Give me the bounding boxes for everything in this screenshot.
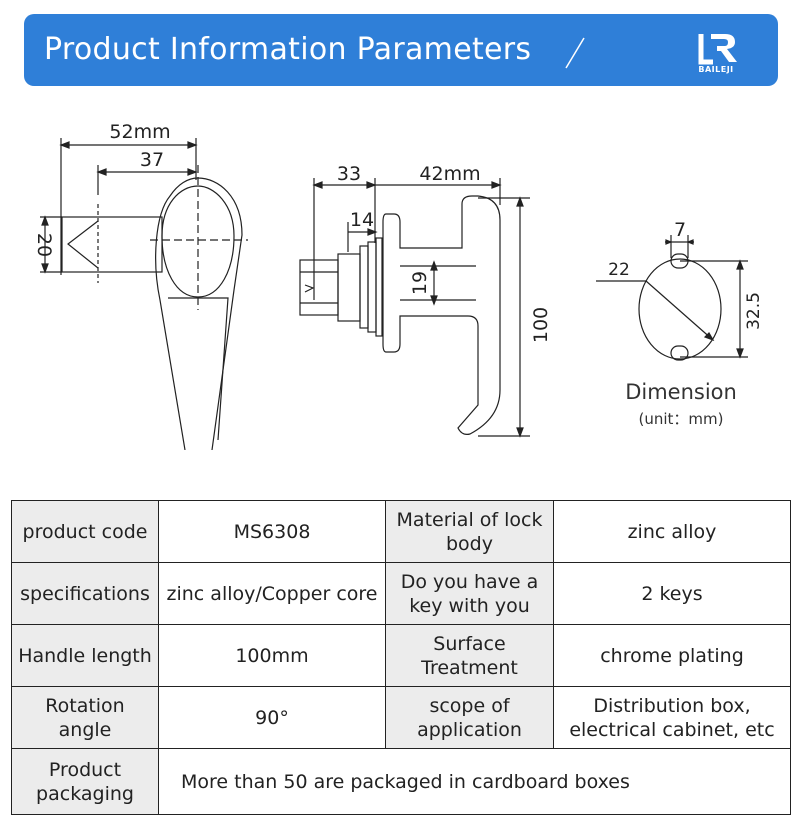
table-row: Handle length 100mm Surface Treatment ch… [11, 624, 791, 687]
dim-32-5: 32.5 [744, 292, 764, 330]
page-title: Product Information Parameters [44, 32, 532, 67]
label-packaging: Product packaging [11, 748, 159, 815]
value-specifications: zinc alloy/Copper core [158, 562, 386, 625]
value-handle-length: 100mm [158, 624, 386, 687]
value-packaging: More than 50 are packaged in cardboard b… [158, 748, 791, 815]
value-scope: Distribution box, electrical cabinet, et… [553, 686, 791, 749]
table-row: Product packaging More than 50 are packa… [11, 748, 791, 815]
dim-20: 20 [33, 233, 55, 257]
value-surface: chrome plating [553, 624, 791, 687]
dimension-unit: (unit：mm) [638, 410, 724, 428]
table-row: specifications zinc alloy/Copper core Do… [11, 562, 791, 625]
side-view [40, 138, 248, 450]
parameters-table: product code MS6308 Material of lock bod… [11, 500, 791, 815]
value-key: 2 keys [553, 562, 791, 625]
value-rotation: 90° [158, 686, 386, 749]
dimension-drawing: 52mm 37 20 33 42mm 14 19 1 [33, 121, 764, 450]
dim-42mm: 42mm [419, 163, 480, 185]
slash-decoration [565, 37, 585, 69]
dim-7: 7 [674, 219, 686, 241]
table-row: product code MS6308 Material of lock bod… [11, 500, 791, 563]
header-banner: Product Information Parameters BAILEJI [24, 14, 778, 86]
brand-name: BAILEJI [698, 65, 734, 74]
label-specifications: specifications [11, 562, 159, 625]
label-surface: Surface Treatment [385, 624, 554, 687]
label-product-code: product code [11, 500, 159, 563]
label-handle-length: Handle length [11, 624, 159, 687]
front-view [299, 178, 530, 438]
dim-19: 19 [409, 271, 431, 295]
dim-52mm: 52mm [109, 121, 170, 143]
label-scope: scope of application [385, 686, 554, 749]
dim-22: 22 [608, 260, 630, 280]
label-rotation: Rotation angle [11, 686, 159, 749]
dim-100: 100 [530, 307, 552, 343]
table-row: Rotation angle 90° scope of application … [11, 686, 791, 749]
dim-33: 33 [337, 163, 361, 185]
cutout-view [596, 235, 748, 361]
value-material: zinc alloy [553, 500, 791, 563]
dimension-caption: Dimension [625, 380, 737, 404]
brand-logo-icon [698, 34, 737, 65]
dim-37: 37 [140, 149, 164, 171]
label-material: Material of lock body [385, 500, 554, 563]
label-key: Do you have a key with you [385, 562, 554, 625]
value-product-code: MS6308 [158, 500, 386, 563]
dim-14: 14 [350, 209, 374, 231]
